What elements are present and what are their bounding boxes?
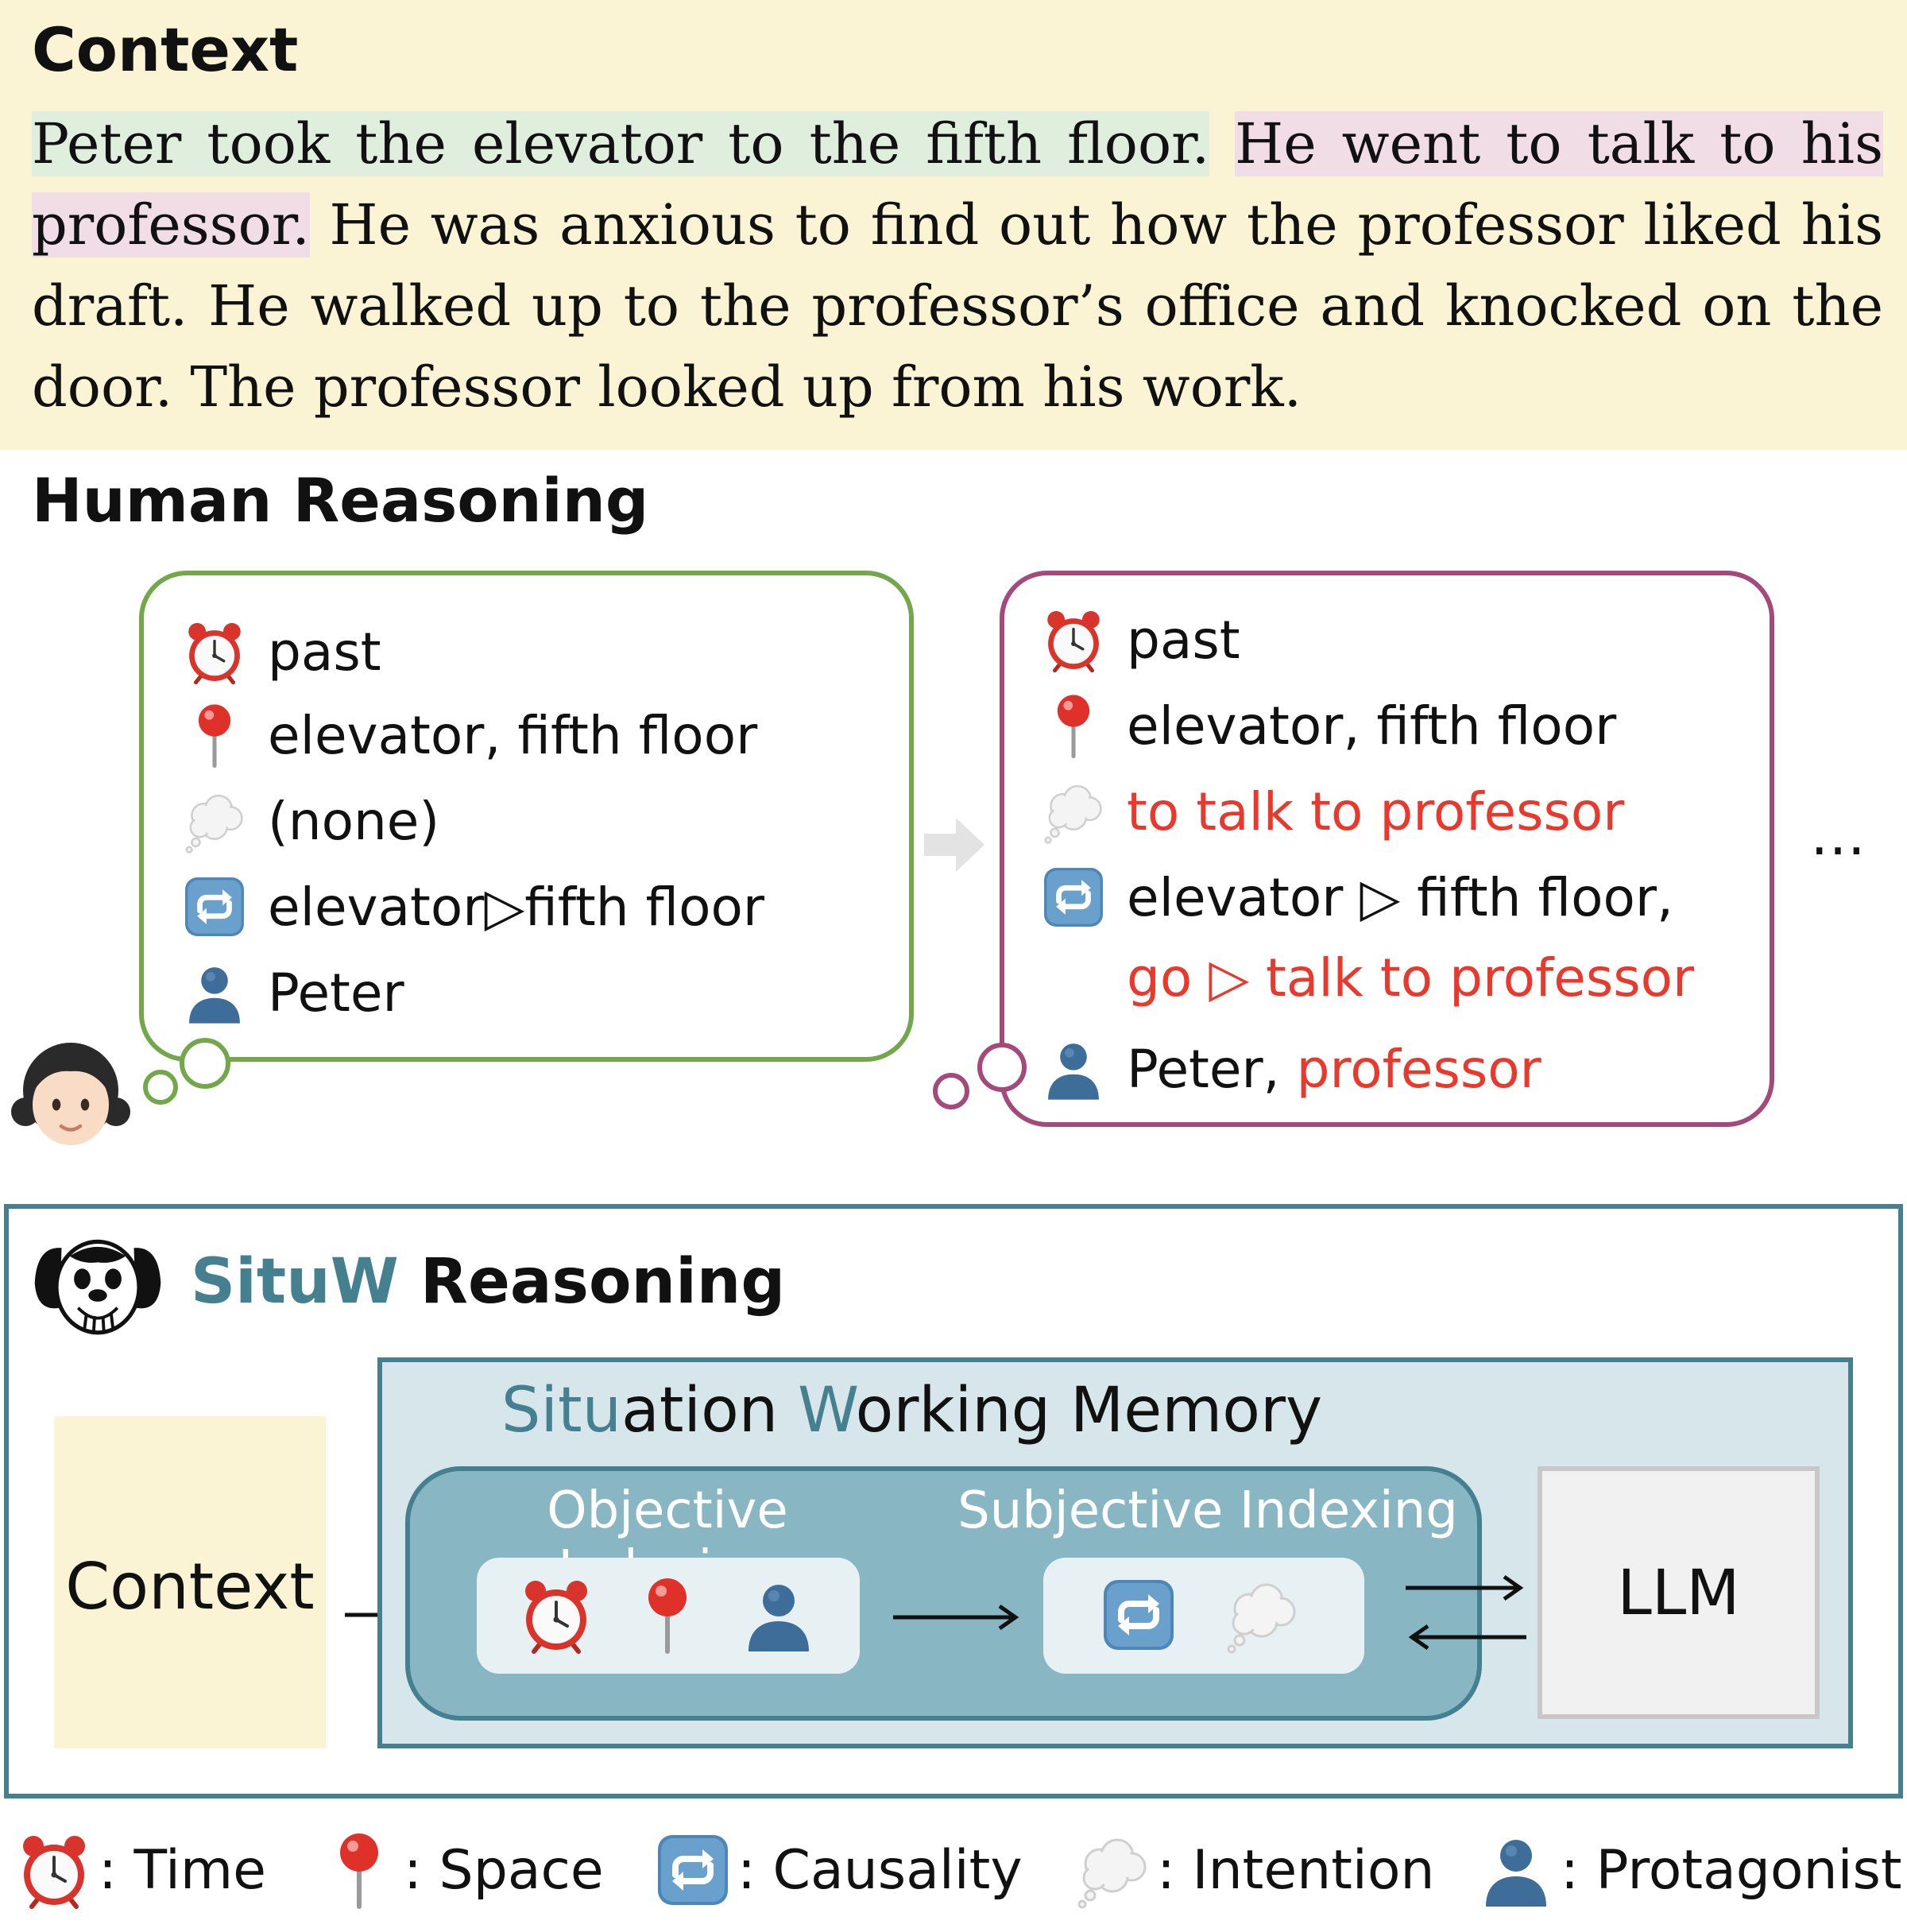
llm-box [1538, 1466, 1820, 1719]
repeat-icon [1035, 861, 1111, 933]
legend-intention-label: : Intention [1157, 1838, 1435, 1902]
legend-protagonist: : Protagonist [1476, 1826, 1902, 1914]
pushpin-icon [319, 1830, 399, 1910]
person-silhouette-icon [1035, 1033, 1111, 1105]
thought-balloon-icon [176, 785, 252, 857]
bubble-1-protagonist-row: Peter [176, 957, 404, 1028]
legend-space: : Space [319, 1826, 604, 1914]
bubble-2-causality: elevator ▷ fifth floor, [1127, 866, 1673, 928]
bubble-2-intention: to talk to professor [1127, 780, 1625, 842]
pushpin-icon [1035, 690, 1111, 761]
bubble-1-time: past [268, 621, 381, 683]
llm-label: LLM [1617, 1558, 1740, 1629]
person-silhouette-icon [1476, 1830, 1556, 1910]
sentence-1-highlight: Peter took the elevator to the fifth flo… [32, 111, 1210, 176]
bubble-1-causality-row: elevator▷fifth floor [176, 871, 764, 943]
situw-brand: SituW [191, 1246, 399, 1318]
subjective-indexing-label: Subjective Indexing [957, 1481, 1458, 1540]
swm-title-situ: Situ [501, 1375, 622, 1446]
objective-to-subjective-arrow-icon [893, 1604, 1019, 1631]
legend-intention: : Intention [1073, 1826, 1435, 1914]
bubble-1-causality: elevator▷fifth floor [268, 876, 765, 938]
bubble-2-time: past [1127, 609, 1240, 671]
situw-title: SituW Reasoning [191, 1246, 785, 1318]
alarm-clock-icon [176, 616, 252, 687]
human-reasoning-title: Human Reasoning [32, 465, 649, 536]
legend-time: : Time [14, 1826, 266, 1914]
bubble-2-causality-new-row: go ▷ talk to professor [1127, 947, 1694, 1009]
sentence-rest: He was anxious to find out how the profe… [32, 192, 1883, 420]
bubble-2-space-row: elevator, fifth floor [1035, 690, 1616, 761]
dog-logo-icon [34, 1239, 161, 1335]
swm-title-ation: ation [621, 1375, 799, 1446]
repeat-icon [653, 1830, 733, 1910]
subjective-icons-box [1043, 1558, 1364, 1674]
bubble-2-space: elevator, fifth floor [1127, 695, 1617, 757]
context-text: Peter took the elevator to the fifth flo… [32, 103, 1883, 428]
person-silhouette-icon [739, 1575, 818, 1655]
bubble-2-tail-large [977, 1043, 1027, 1092]
bubble-2-tail-small [933, 1073, 969, 1109]
repeat-icon [1099, 1575, 1178, 1655]
swm-title-orking-memory: orking Memory [855, 1375, 1323, 1446]
bubble-1-protagonist: Peter [268, 962, 404, 1024]
bubble-1-time-row: past [176, 616, 381, 687]
memory-llm-bidirectional-arrows-icon [1406, 1574, 1526, 1651]
bubble-2-protagonist: Peter, [1127, 1038, 1280, 1100]
repeat-icon [176, 871, 252, 943]
legend-causality: : Causality [653, 1826, 1023, 1914]
bubble-2-causality-row: elevator ▷ fifth floor, [1035, 861, 1673, 933]
bubble-1-tail-small [143, 1070, 178, 1105]
pushpin-icon [176, 699, 252, 771]
bubble-2-causality-new: go ▷ talk to professor [1127, 947, 1695, 1009]
thought-bubble-2 [1000, 571, 1774, 1127]
person-silhouette-icon [176, 957, 252, 1028]
bubble-2-protagonist-row: Peter, professor [1035, 1033, 1541, 1105]
context-input-label: Context [65, 1550, 315, 1624]
situw-title-rest: Reasoning [420, 1246, 786, 1318]
legend-protagonist-label: : Protagonist [1561, 1838, 1902, 1902]
bubble-1-intention-row: (none) [176, 785, 439, 857]
alarm-clock-icon [1035, 604, 1111, 676]
bubble-2-intention-row: to talk to professor [1035, 776, 1624, 847]
bubble-2-time-row: past [1035, 604, 1240, 676]
thought-balloon-icon [1222, 1575, 1302, 1655]
bubble-1-tail-large [180, 1038, 230, 1089]
context-panel [0, 0, 1907, 450]
pushpin-icon [628, 1575, 707, 1655]
situation-working-memory-title: Situation Working Memory [377, 1375, 1446, 1446]
legend-time-label: : Time [99, 1838, 266, 1902]
thought-balloon-icon [1073, 1830, 1152, 1910]
bubble-1-intention: (none) [268, 790, 440, 852]
bubble-2-protagonist-new: professor [1296, 1038, 1541, 1100]
thought-bubble-1 [139, 571, 914, 1062]
context-input-box [54, 1416, 326, 1748]
legend-space-label: : Space [404, 1838, 604, 1902]
bubble-1-space: elevator, fifth floor [268, 704, 758, 766]
alarm-clock-icon [516, 1575, 596, 1655]
thought-balloon-icon [1035, 776, 1111, 847]
girl-face-icon [11, 1043, 130, 1145]
alarm-clock-icon [14, 1830, 94, 1910]
objective-icons-box [477, 1558, 860, 1674]
gray-right-arrow-icon [924, 818, 984, 872]
context-title: Context [32, 14, 299, 85]
ellipsis: … [1810, 803, 1866, 868]
bubble-1-space-row: elevator, fifth floor [176, 699, 757, 771]
swm-title-w: W [798, 1375, 856, 1446]
legend-causality-label: : Causality [737, 1838, 1023, 1902]
